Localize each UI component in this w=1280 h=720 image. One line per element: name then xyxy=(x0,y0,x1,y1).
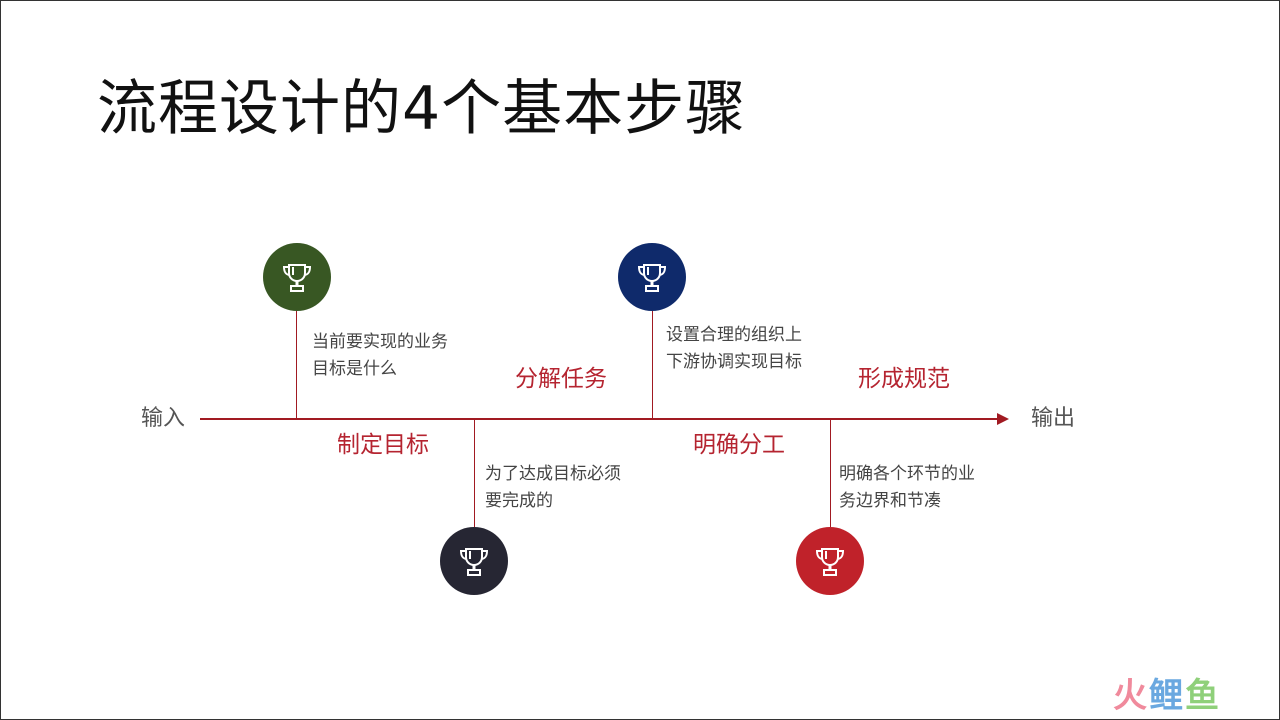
input-label: 输入 xyxy=(141,406,186,431)
connector-line-step-1 xyxy=(296,311,297,419)
step-3-label: 明确分工 xyxy=(693,432,785,458)
logo-part-3: 鱼 xyxy=(1185,676,1221,716)
arrow-head-icon xyxy=(997,413,1009,425)
trophy-icon xyxy=(282,264,312,292)
step-1-circle xyxy=(263,243,331,311)
trophy-icon xyxy=(815,548,845,576)
step-1-desc-line-1: 当前要实现的业务 xyxy=(312,332,448,352)
step-3-description: 设置合理的组织上 下游协调实现目标 xyxy=(666,322,802,376)
step-4-circle xyxy=(796,527,864,595)
trophy-icon xyxy=(459,548,489,576)
logo-part-2: 鲤 xyxy=(1149,676,1185,716)
step-2-desc-line-1: 为了达成目标必须 xyxy=(485,464,621,484)
step-2-circle xyxy=(440,527,508,595)
connector-line-step-2 xyxy=(474,419,475,527)
step-1-desc-line-2: 目标是什么 xyxy=(312,359,397,379)
brand-logo: 火鲤鱼 xyxy=(1113,675,1221,717)
step-4-description: 明确各个环节的业 务边界和节凑 xyxy=(839,461,975,515)
step-3-desc-line-1: 设置合理的组织上 xyxy=(666,325,802,345)
connector-line-step-4 xyxy=(830,419,831,527)
step-4-desc-line-2: 务边界和节凑 xyxy=(839,491,941,511)
step-4-label: 形成规范 xyxy=(858,366,950,392)
step-2-description: 为了达成目标必须 要完成的 xyxy=(485,461,621,515)
logo-part-1: 火 xyxy=(1113,676,1149,716)
step-4-desc-line-1: 明确各个环节的业 xyxy=(839,464,975,484)
connector-line-step-3 xyxy=(652,311,653,419)
output-label: 输出 xyxy=(1031,406,1076,431)
step-1-label: 制定目标 xyxy=(337,432,429,458)
step-3-circle xyxy=(618,243,686,311)
trophy-icon xyxy=(637,264,667,292)
process-arrow-line xyxy=(200,418,1000,420)
page-title: 流程设计的4个基本步骤 xyxy=(97,74,747,144)
step-3-desc-line-2: 下游协调实现目标 xyxy=(666,352,802,372)
step-1-description: 当前要实现的业务 目标是什么 xyxy=(312,329,448,383)
step-2-desc-line-2: 要完成的 xyxy=(485,491,553,511)
step-2-label: 分解任务 xyxy=(515,366,607,392)
